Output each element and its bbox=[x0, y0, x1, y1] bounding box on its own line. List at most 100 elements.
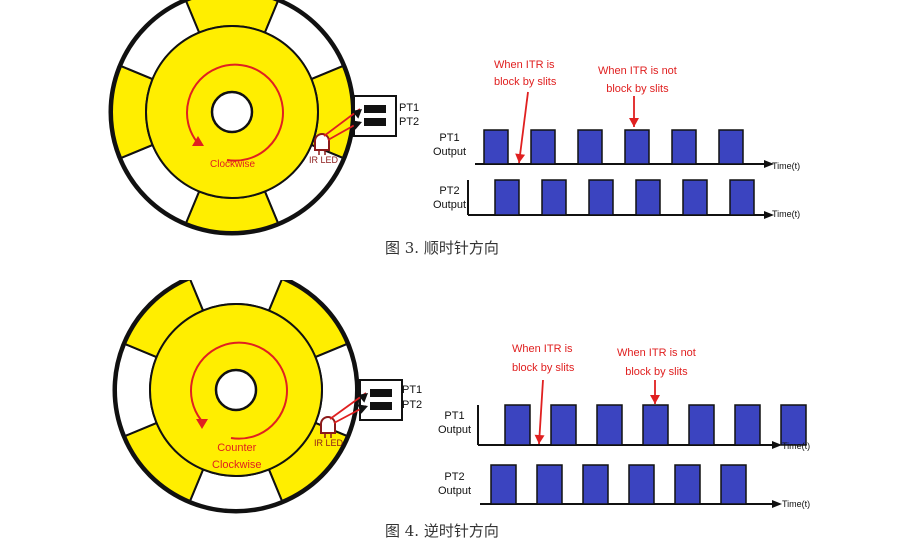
annotation-not-blocked-arrow-head bbox=[650, 395, 660, 404]
sensor-label-pt1: PT1 bbox=[402, 384, 423, 396]
signal-pulse bbox=[628, 464, 655, 505]
annotation-not-blocked-line1: When ITR is not bbox=[617, 347, 696, 359]
signal-pulse bbox=[494, 179, 520, 216]
direction-label-line1: Counter bbox=[217, 442, 257, 454]
figure-3-graphic bbox=[108, 0, 774, 236]
pt1-output-label-line1: PT1 bbox=[439, 132, 460, 144]
sensor-label-pt2: PT2 bbox=[402, 399, 423, 411]
signal-pulse bbox=[718, 129, 744, 165]
sensor-pt1 bbox=[364, 105, 386, 113]
signal-pulse bbox=[536, 464, 563, 505]
figure-3: Clockwise IR LED PT1 PT2 When ITR is blo… bbox=[0, 0, 900, 270]
pt2-output-label: PT2 Output bbox=[433, 184, 466, 212]
led-label: IR LED bbox=[309, 155, 339, 165]
pt2-output-label-line2: Output bbox=[438, 485, 472, 497]
led-label: IR LED bbox=[314, 438, 344, 448]
rotation-arrow bbox=[190, 341, 288, 440]
time-axis-arrow-head bbox=[772, 500, 782, 508]
signal-pulse bbox=[671, 129, 697, 165]
signal-pulse bbox=[734, 404, 761, 446]
signal-pulse bbox=[483, 129, 509, 165]
pt2-output-label-line2: Output bbox=[433, 199, 467, 211]
signal-pulse bbox=[780, 404, 807, 446]
rotation-arrow-head bbox=[196, 419, 208, 429]
pt2-signal-trace bbox=[467, 179, 774, 219]
annotation-not-blocked-arrow-head bbox=[629, 118, 639, 127]
ir-beam-arrow-head bbox=[351, 109, 362, 119]
time-axis-label-pt1: Time(t) bbox=[772, 161, 801, 171]
annotation-not-blocked-line2: block by slits bbox=[606, 83, 669, 95]
signal-pulse bbox=[550, 404, 577, 446]
sensor-label-pt2: PT2 bbox=[399, 116, 420, 128]
time-axis-label-pt2: Time(t) bbox=[772, 209, 801, 219]
annotation-blocked-arrow-head bbox=[515, 153, 526, 163]
annotation-blocked-line1: When ITR is bbox=[512, 343, 573, 355]
annotation-blocked-arrow bbox=[538, 379, 544, 445]
signal-pulse bbox=[541, 179, 567, 216]
signal-pulse bbox=[582, 464, 609, 505]
center-hole bbox=[210, 90, 254, 134]
pt1-signal-trace bbox=[477, 404, 807, 449]
annotation-blocked-arrow-head bbox=[534, 434, 545, 444]
pt1-output-label-line2: Output bbox=[433, 146, 467, 158]
annotation-not-blocked: When ITR is not block by slits bbox=[617, 344, 696, 382]
ir-beam-arrow-head bbox=[357, 393, 368, 403]
signal-pulse bbox=[729, 179, 755, 216]
center-hole bbox=[214, 368, 258, 412]
annotation-blocked-arrow bbox=[518, 91, 529, 164]
pt2-output-label-line1: PT2 bbox=[439, 185, 460, 197]
pt2-output-label: PT2 Output bbox=[438, 470, 471, 498]
sensor-label-pt1: PT1 bbox=[399, 102, 420, 114]
time-axis-arrow-head bbox=[764, 211, 774, 219]
signal-pulse bbox=[577, 129, 603, 165]
figure-4-graphic bbox=[112, 280, 807, 514]
figure-caption: 图 3. 顺时针方向 bbox=[385, 239, 499, 257]
sensor-pt2 bbox=[364, 118, 386, 126]
ir-led-icon bbox=[320, 416, 336, 434]
direction-label-line2: Clockwise bbox=[212, 459, 262, 471]
figure-4: Counter Clockwise IR LED PT1 PT2 When IT… bbox=[0, 280, 900, 549]
time-axis-label-pt1: Time(t) bbox=[782, 441, 811, 451]
direction-label: Counter Clockwise bbox=[212, 440, 262, 474]
pt2-output-label-line1: PT2 bbox=[444, 471, 465, 483]
signal-pulse bbox=[642, 404, 669, 446]
signal-pulse bbox=[504, 404, 531, 446]
rotation-arrow-head bbox=[192, 136, 204, 146]
ir-beam-arrow-head bbox=[351, 120, 362, 130]
annotation-not-blocked-line2: block by slits bbox=[625, 366, 688, 378]
direction-label: Clockwise bbox=[210, 159, 256, 170]
sensor-box bbox=[353, 95, 397, 137]
annotation-not-blocked-line1: When ITR is not bbox=[598, 65, 677, 77]
figure-caption: 图 4. 逆时针方向 bbox=[385, 522, 499, 540]
rotation-arrow bbox=[186, 63, 284, 162]
annotation-blocked-line2: block by slits bbox=[494, 76, 557, 88]
pt1-output-label: PT1 Output bbox=[433, 131, 466, 159]
ir-led-icon bbox=[314, 133, 330, 151]
annotation-blocked-line2: block by slits bbox=[512, 362, 575, 374]
ir-beam-arrow-head bbox=[357, 404, 368, 414]
signal-pulse bbox=[674, 464, 701, 505]
signal-pulse bbox=[688, 404, 715, 446]
time-axis-arrow-head bbox=[772, 441, 782, 449]
pt1-output-label: PT1 Output bbox=[438, 409, 471, 437]
annotation-blocked: When ITR is block by slits bbox=[494, 57, 556, 91]
time-axis-label-pt2: Time(t) bbox=[782, 499, 811, 509]
signal-pulse bbox=[588, 179, 614, 216]
signal-pulse bbox=[720, 464, 747, 505]
pt1-signal-trace bbox=[475, 129, 774, 168]
signal-pulse bbox=[682, 179, 708, 216]
pt1-output-label-line1: PT1 bbox=[444, 410, 465, 422]
signal-pulse bbox=[490, 464, 517, 505]
sensor-pt2 bbox=[370, 402, 392, 410]
signal-pulse bbox=[635, 179, 661, 216]
annotation-blocked-line1: When ITR is bbox=[494, 59, 555, 71]
ir-beam-line bbox=[323, 108, 361, 137]
sensor-box bbox=[359, 379, 403, 421]
annotation-blocked: When ITR is block by slits bbox=[512, 340, 574, 378]
pt2-signal-trace bbox=[480, 464, 782, 508]
signal-pulse bbox=[624, 129, 650, 165]
signal-pulse bbox=[596, 404, 623, 446]
sensor-pt1 bbox=[370, 389, 392, 397]
time-axis-arrow-head bbox=[764, 160, 774, 168]
signal-pulse bbox=[530, 129, 556, 165]
